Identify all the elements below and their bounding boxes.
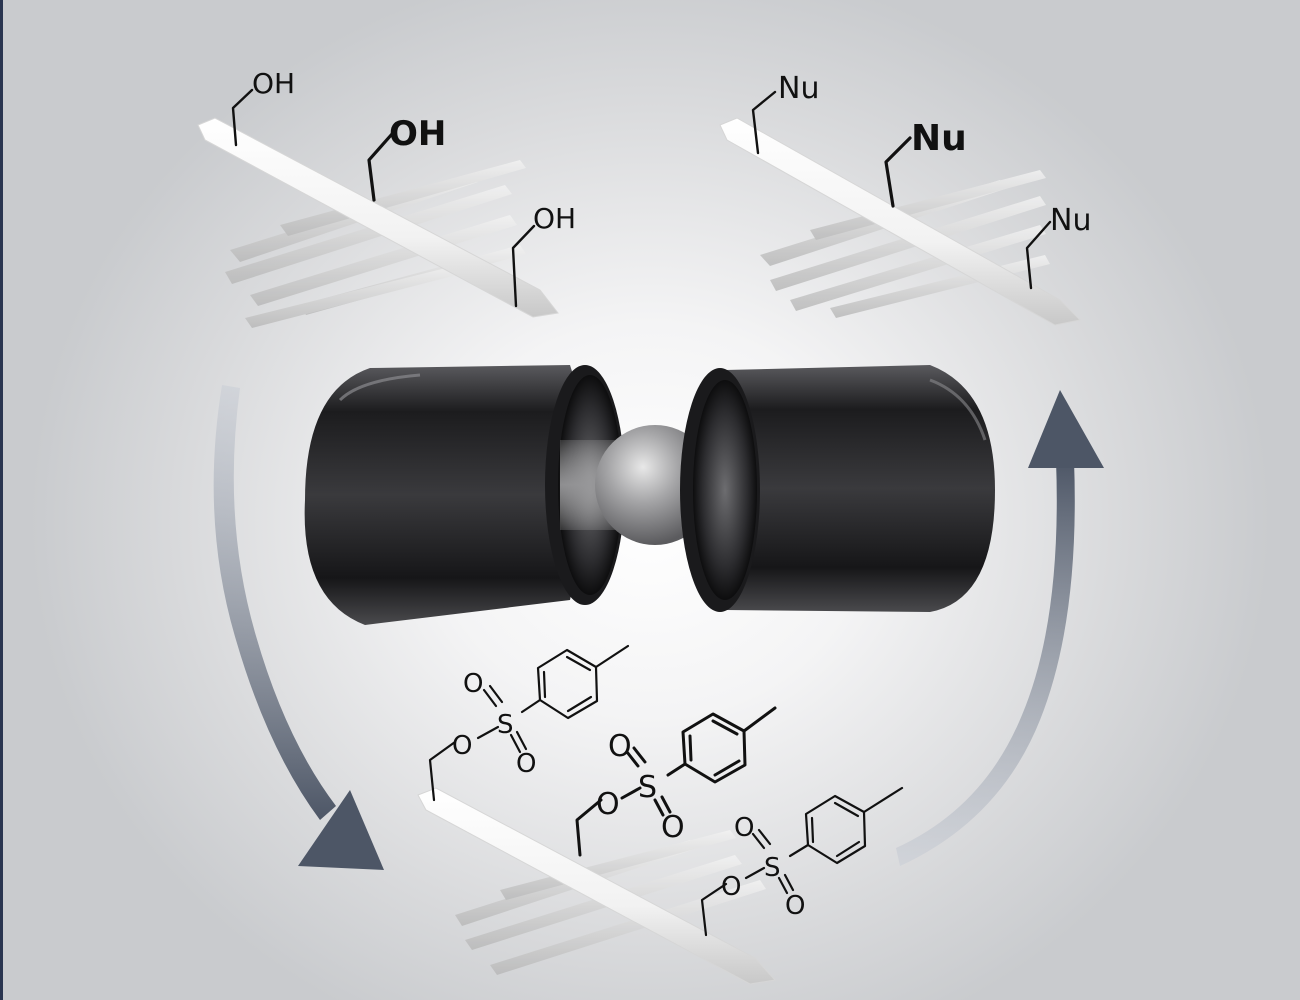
sulfur-label: S — [764, 853, 781, 883]
oxygen-label: O — [661, 810, 685, 845]
cycle-arrow-icon — [896, 390, 1104, 866]
tosylate-group: O S O O — [575, 706, 777, 857]
hydroxyl-label: OH — [389, 114, 446, 154]
nucleophile-label: Nu — [911, 118, 967, 159]
cellulose-nanocrystal-icon — [417, 787, 776, 985]
oxygen-label: O — [516, 749, 536, 779]
ball-mill — [304, 365, 995, 625]
ball-mill-jar-icon — [680, 365, 995, 612]
sulfur-label: S — [638, 770, 657, 805]
cnc-bundle-tosylate: O S O O O S O O — [417, 644, 904, 985]
tosylate-group: O S O O — [700, 786, 904, 937]
nucleophile-label: Nu — [778, 71, 819, 106]
oxygen-label: O — [596, 787, 620, 822]
oxygen-label: O — [463, 669, 483, 699]
oxygen-label: O — [734, 813, 754, 843]
tosylate-group: O S O O — [428, 644, 630, 802]
cycle-arrow-icon — [213, 385, 384, 870]
nucleophile-label: Nu — [1050, 203, 1091, 238]
cellulose-nanocrystal-icon — [225, 160, 526, 328]
cnc-bundle-hydroxyl: OH OH OH — [197, 67, 576, 328]
oxygen-label: O — [608, 729, 632, 764]
sulfur-label: S — [497, 710, 514, 740]
hydroxyl-label: OH — [252, 67, 295, 100]
oxygen-label: O — [452, 731, 472, 761]
oxygen-label: O — [785, 891, 805, 921]
cnc-bundle-nucleophile: Nu Nu Nu — [719, 71, 1091, 326]
left-edge-border — [0, 0, 3, 1000]
cellulose-nanocrystal-icon — [197, 117, 559, 318]
cellulose-nanocrystal-icon — [719, 117, 1082, 326]
hydroxyl-label: OH — [533, 202, 576, 235]
oxygen-label: O — [721, 872, 741, 902]
